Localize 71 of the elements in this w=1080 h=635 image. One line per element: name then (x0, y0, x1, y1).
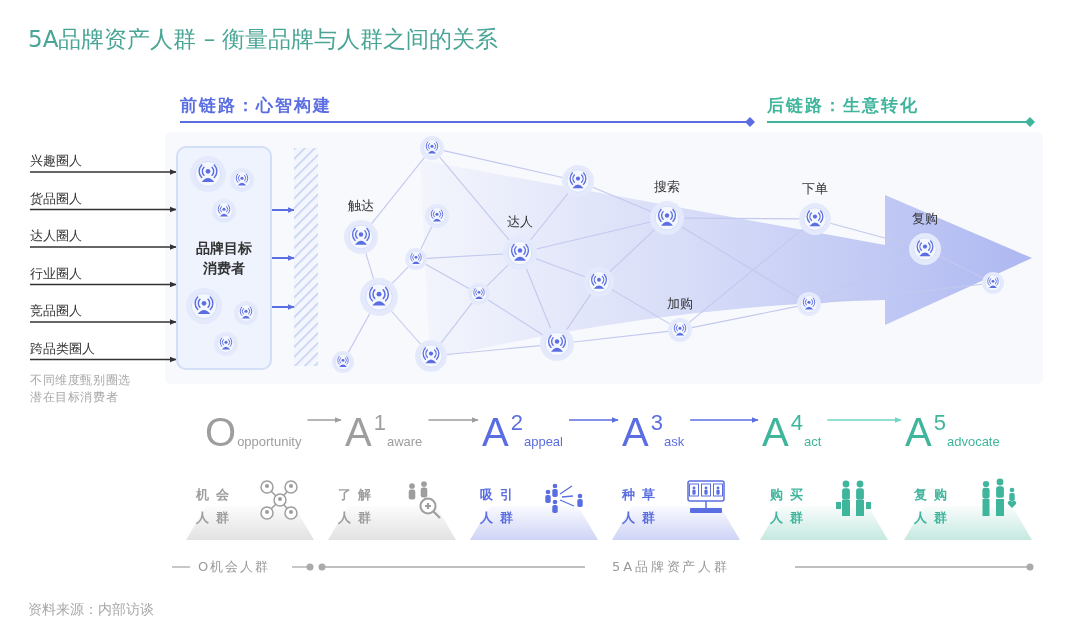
connector-line (440, 302, 473, 344)
note-text: 不同维度甄别圈选潜在目标消费者 (30, 372, 131, 407)
arrow (29, 281, 177, 288)
arrow (29, 169, 177, 175)
arrow (29, 206, 177, 213)
arrow (271, 255, 295, 261)
source-label: 兴趣圈人 (30, 153, 82, 168)
connector-line (536, 221, 651, 250)
node-label: 复购 (912, 210, 938, 228)
connector-line (611, 289, 671, 325)
arrow (306, 417, 342, 423)
arrow (29, 244, 177, 250)
node-label: 达人 (507, 213, 533, 231)
range-label: O机会人群 (198, 558, 270, 576)
connector-line (439, 156, 510, 241)
arrow (271, 207, 295, 213)
connector-line (525, 268, 552, 329)
card-label: 了解人群 (338, 486, 377, 527)
connector-line (592, 186, 652, 212)
connector-line (443, 150, 563, 178)
range-label: 5A品牌资产人群 (612, 558, 731, 576)
connector-line (347, 313, 371, 353)
audience-box (176, 146, 272, 370)
connector-line (420, 226, 433, 250)
node-label: 加购 (667, 295, 693, 313)
connector-line (683, 217, 800, 220)
title: 5A品牌资产人群 – 衡量品牌与人群之间的关系 (28, 25, 499, 54)
source-label: 达人圈人 (30, 228, 82, 243)
node-label: 搜索 (654, 178, 680, 196)
arrow (689, 417, 759, 423)
connector-line (829, 222, 911, 246)
card-label: 吸引人群 (480, 486, 519, 527)
card-label: 机会人群 (196, 486, 235, 527)
arrow (826, 417, 902, 423)
source-note: 资料来源：内部访谈 (28, 601, 154, 619)
box-label: 品牌目标消费者 (195, 239, 253, 279)
connector-line (426, 253, 504, 259)
card-label: 复购人群 (914, 486, 953, 527)
connector-line (530, 192, 569, 241)
connector-line (566, 293, 592, 331)
connector-line (820, 283, 983, 304)
connector-line (486, 264, 509, 287)
connector-line (371, 156, 426, 225)
connector-line (487, 299, 544, 336)
card-label: 购买人群 (770, 486, 809, 527)
connector-line (535, 258, 586, 278)
connector-line (365, 252, 375, 280)
connector-line (609, 229, 656, 273)
connector-line (446, 345, 541, 356)
node-label: 触达 (348, 197, 374, 215)
node-label: 下单 (802, 180, 828, 198)
source-label: 行业圈人 (30, 265, 82, 281)
connector-line (425, 263, 470, 290)
source-label: 货品圈人 (30, 190, 82, 206)
connector-line (391, 266, 409, 284)
connector-line (573, 330, 669, 343)
connector-line (938, 255, 984, 279)
arrow (568, 417, 619, 423)
card-label: 种草人群 (622, 486, 661, 527)
connector-line (688, 228, 804, 323)
arrow (427, 417, 479, 423)
section-heading: 后链路：生意转化 (767, 94, 920, 117)
arrow (29, 356, 177, 363)
section-heading: 前链路：心智构建 (180, 94, 333, 117)
connector-line (681, 226, 800, 299)
arrow (29, 319, 177, 325)
source-label: 跨品类圈人 (30, 340, 95, 356)
connector-line (691, 305, 798, 329)
source-label: 竞品圈人 (30, 303, 82, 318)
arrow (271, 304, 295, 310)
connector-line (391, 310, 421, 345)
